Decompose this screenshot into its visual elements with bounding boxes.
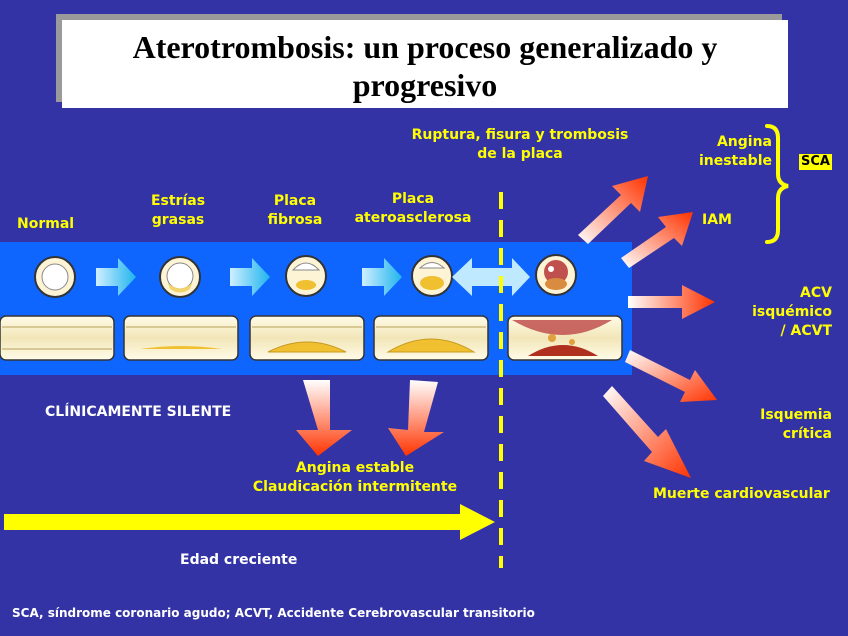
cross-section-ateroasclerosa	[411, 255, 453, 297]
cross-section-normal	[34, 256, 76, 298]
progression-arrow-2	[230, 258, 270, 296]
outcome-arrow-isquemia	[625, 350, 717, 402]
label-muerte: Muerte cardiovascular	[653, 486, 830, 502]
outcome-arrow-muerte	[603, 386, 691, 478]
label-iam: IAM	[702, 212, 732, 228]
label-silente: CLÍNICAMENTE SILENTE	[45, 404, 232, 420]
longitudinal-ruptura	[507, 315, 623, 361]
longitudinal-fibrosa	[249, 315, 365, 361]
footnote: SCA, síndrome coronario agudo; ACVT, Acc…	[12, 606, 535, 620]
label-normal: Normal	[17, 216, 75, 232]
outcome-arrow-angina	[578, 176, 648, 244]
title-box: Aterotrombosis: un proceso generalizado …	[62, 20, 788, 108]
label-edad: Edad creciente	[180, 552, 298, 568]
longitudinal-normal	[0, 315, 115, 361]
page-title: Aterotrombosis: un proceso generalizado …	[132, 29, 718, 103]
outcome-arrow-acv	[628, 285, 715, 319]
cross-section-estrias	[159, 256, 201, 298]
cross-section-fibrosa	[285, 255, 327, 297]
sca-brace	[765, 124, 789, 244]
progression-arrow-3	[362, 258, 402, 296]
cross-section-ruptura	[535, 254, 577, 296]
label-sca-badge: SCA	[799, 154, 832, 170]
progression-arrow-double	[452, 258, 530, 296]
progression-arrow-1	[96, 258, 136, 296]
stable-arrow-1	[296, 380, 352, 456]
outcome-arrow-iam	[621, 212, 693, 268]
age-arrow	[4, 504, 495, 540]
longitudinal-estrias	[123, 315, 239, 361]
stable-arrow-2	[388, 380, 444, 456]
longitudinal-ateroasclerosa	[373, 315, 489, 361]
